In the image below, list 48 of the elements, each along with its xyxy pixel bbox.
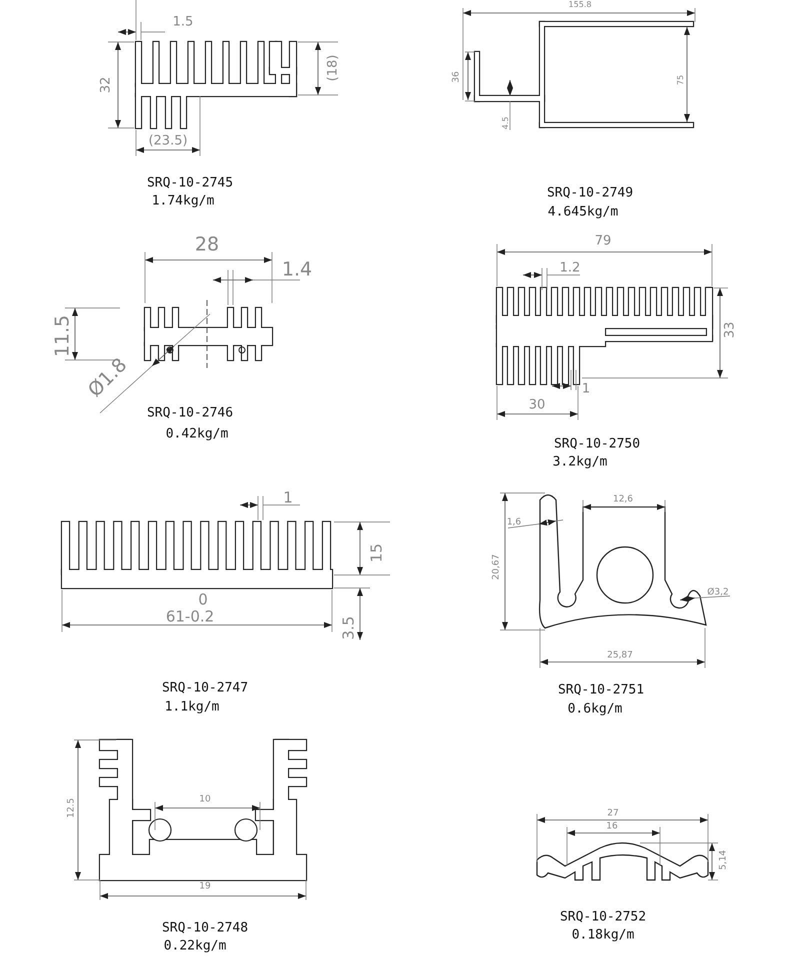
- dimension-label: 3.5: [342, 616, 356, 640]
- dimension-label: (18): [326, 54, 340, 82]
- dimension-label: 30: [528, 398, 546, 412]
- dimension-label: 1.5: [172, 16, 194, 28]
- dimension-label: 16: [606, 822, 618, 832]
- dimension-label: 27: [607, 810, 619, 818]
- dimension-label: 20,67: [492, 554, 502, 580]
- dimension-label: 155.8: [568, 1, 592, 9]
- weight-label: 0.22kg/m: [164, 940, 226, 952]
- dimension-label: 4.5: [502, 116, 510, 130]
- part-number: SRQ-10-2748: [162, 922, 248, 934]
- dimension-label: 33: [724, 322, 736, 338]
- dimension-label: 61-0.2: [166, 610, 214, 624]
- dimension-label: 32: [100, 76, 112, 94]
- part-number: SRQ-10-2751: [558, 684, 644, 696]
- dimension-label: 1,6: [506, 518, 522, 528]
- weight-label: 0.18kg/m: [572, 928, 634, 942]
- dimension-label: 28: [194, 236, 220, 254]
- weight-label: 0.42kg/m: [166, 428, 228, 440]
- dimension-label: 10: [199, 796, 211, 804]
- part-number: SRQ-10-2750: [554, 438, 640, 450]
- dimension-label: 12,6: [612, 496, 634, 504]
- weight-label: 1.1kg/m: [164, 700, 220, 714]
- dimension-label: (23.5): [148, 134, 188, 148]
- weight-label: 4.645kg/m: [548, 206, 618, 218]
- weight-label: 1.74kg/m: [152, 194, 214, 208]
- part-number: SRQ-10-2752: [560, 910, 646, 924]
- dimension-label: 0: [198, 592, 208, 608]
- dimension-label: 15: [370, 543, 384, 563]
- dimension-label: 36: [452, 71, 462, 83]
- dimension-label: 19: [199, 882, 211, 892]
- part-number: SRQ-10-2747: [162, 682, 248, 694]
- dimension-label: 11.5: [54, 314, 72, 358]
- dimension-label: 1: [582, 382, 590, 396]
- weight-label: 0.6kg/m: [568, 702, 622, 716]
- dimension-label: 79: [594, 234, 612, 248]
- dimension-label: 75: [677, 74, 685, 86]
- part-number: SRQ-10-2746: [146, 406, 234, 420]
- part-number: SRQ-10-2745: [146, 176, 234, 190]
- dimension-label: 25,87: [607, 652, 633, 660]
- dimension-label: 12.5: [68, 798, 76, 818]
- dimension-label: 5,14: [720, 850, 728, 870]
- weight-label: 3.2kg/m: [552, 456, 608, 468]
- part-number: SRQ-10-2749: [546, 186, 634, 200]
- dimension-label: 1.2: [560, 262, 580, 274]
- dimension-label: 1.4: [282, 260, 312, 280]
- dimension-label: 1: [283, 490, 293, 506]
- dimension-label: Ø3,2: [707, 588, 729, 598]
